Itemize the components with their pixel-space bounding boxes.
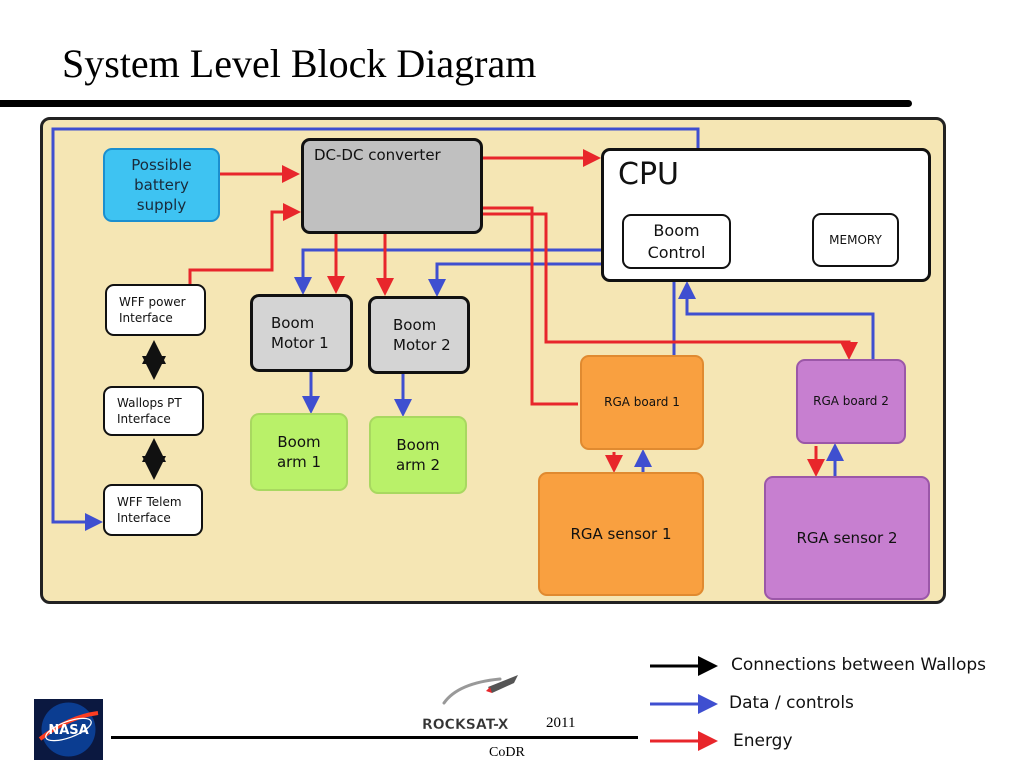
legend-label-energy: Energy <box>733 731 793 751</box>
legend-arrows <box>650 656 718 751</box>
dc-dc-converter-block: DC-DC converter <box>301 138 483 234</box>
wire-rga2-cpu <box>678 281 875 359</box>
rga-sensor-1-block: RGA sensor 1 <box>538 472 704 596</box>
legend-label-wallops: Connections between Wallops <box>731 655 986 675</box>
memory-block: MEMORY <box>812 213 899 267</box>
wire-cpu-motor2 <box>428 262 601 297</box>
wire-dcdc-rga1 <box>483 206 578 406</box>
rocksat-logo-text: ROCKSAT-X <box>422 717 509 733</box>
footer-year: 2011 <box>546 715 576 731</box>
rga-board-1-block: RGA board 1 <box>580 355 704 450</box>
cpu-label: CPU <box>618 157 679 192</box>
title-divider <box>0 100 912 107</box>
footer-divider <box>111 736 638 739</box>
rocksat-logo: ROCKSAT-X <box>422 675 518 733</box>
wire-wffpower-dcdc <box>188 203 301 284</box>
legend-label-data: Data / controls <box>729 693 854 713</box>
nasa-logo: NASA <box>34 699 103 760</box>
wire-telem-loop <box>51 127 700 531</box>
slide-title: System Level Block Diagram <box>62 41 537 86</box>
rga-board-2-block: RGA board 2 <box>796 359 906 444</box>
wire-dcdc-rga2 <box>483 212 858 360</box>
dc-dc-label: DC-DC converter <box>314 146 441 164</box>
wire-cpu-motor1 <box>294 248 601 295</box>
footer-review-label: CoDR <box>489 745 525 760</box>
rga-sensor-2-block: RGA sensor 2 <box>764 476 930 600</box>
nasa-logo-text: NASA <box>48 723 88 738</box>
